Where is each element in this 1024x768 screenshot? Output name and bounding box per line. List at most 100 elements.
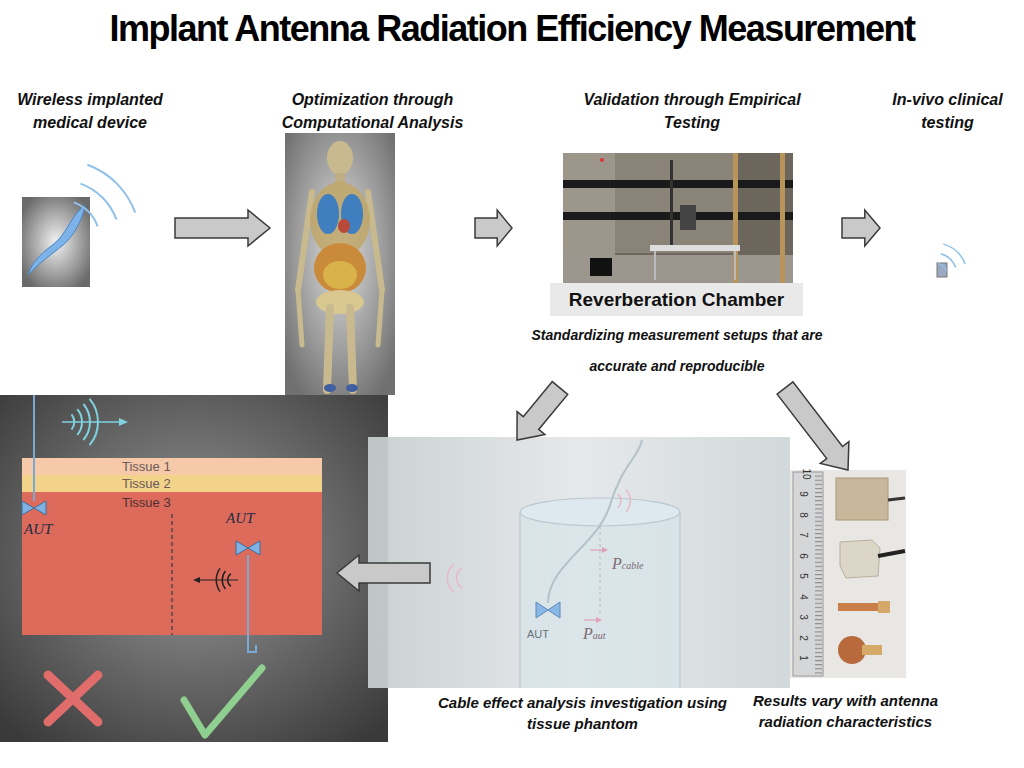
body-model-part — [338, 219, 350, 233]
cross-mark — [48, 675, 98, 722]
check-mark-part — [184, 668, 262, 735]
tissue-label: Tissue 2 — [122, 475, 171, 492]
invivo-icon-part — [937, 263, 947, 277]
divider-line — [171, 514, 172, 635]
body-model-part — [346, 384, 358, 392]
stage-heading: Wireless implanted medical device — [5, 88, 175, 134]
antenna-left-part — [22, 501, 34, 515]
chamber-photo-part — [563, 212, 793, 220]
antenna-label: AUT — [24, 521, 52, 538]
samples-photo-part — [840, 540, 880, 578]
body-model-part — [327, 308, 330, 390]
ruler-number: 7 — [797, 532, 809, 538]
chamber-photo-part — [563, 153, 793, 283]
chamber-photo-part — [733, 153, 738, 283]
antenna-right-part — [222, 571, 225, 589]
block-arrow — [777, 382, 849, 470]
samples-photo-part — [838, 636, 866, 664]
block-arrow — [517, 382, 568, 440]
device-picture-part — [74, 202, 98, 226]
phantom-panel-part — [626, 490, 630, 512]
phantom-panel-part — [447, 564, 454, 592]
antenna-right-part — [216, 568, 220, 591]
samples-photo — [790, 470, 906, 678]
antenna-samples: Results vary with antenna radiation char… — [738, 470, 953, 740]
phantom-setup: Cable effect analysis investigation usin… — [430, 440, 735, 740]
tissue-panel-ground-part — [0, 395, 388, 742]
ruler-number: 8 — [797, 512, 809, 518]
caption-text: Results vary with antenna radiation char… — [738, 690, 953, 732]
invivo-icon — [937, 244, 965, 277]
cross-mark-part — [48, 675, 98, 722]
antenna-label: AUT — [226, 510, 254, 527]
device-picture — [22, 165, 135, 287]
chamber-photo-part — [650, 245, 740, 251]
stage-heading: Optimization through Computational Analy… — [270, 88, 475, 134]
body-model-part — [323, 261, 357, 289]
body-model-part — [314, 243, 366, 293]
antenna-right-part — [236, 541, 248, 555]
tissue-model: AUTAUTTissue 1Tissue 2Tissue 3 — [12, 440, 337, 665]
ruler-number: 5 — [797, 573, 809, 579]
antenna-right-part — [193, 577, 200, 583]
phantom-panel-part — [679, 512, 680, 688]
stage-device: Wireless implanted medical device — [5, 88, 175, 288]
body-model-part — [316, 290, 364, 314]
stage-heading: Validation through Empirical Testing — [572, 88, 812, 134]
device-picture-part — [81, 184, 117, 220]
chamber-photo-part — [734, 251, 736, 280]
body-model-part — [368, 192, 382, 290]
note-text: Standardizing measurement setups that ar… — [512, 320, 842, 382]
phantom-panel-part — [536, 602, 548, 618]
samples-photo-part — [878, 601, 890, 613]
ruler-number: 2 — [797, 635, 809, 641]
antenna-right-part — [198, 579, 238, 580]
chamber-label: Reverberation Chamber — [550, 283, 803, 316]
tissue-label: Tissue 1 — [122, 458, 171, 475]
antenna-left-part — [34, 501, 46, 515]
samples-photo-part — [878, 551, 905, 556]
body-model-part — [327, 141, 353, 175]
samples-photo-part — [862, 645, 882, 655]
phantom-panel — [368, 437, 790, 688]
chamber-photo-part — [615, 153, 733, 253]
body-model — [285, 133, 395, 395]
chamber-photo-part — [680, 205, 696, 230]
body-model-part — [285, 133, 395, 395]
phantom-panel-part — [618, 494, 621, 508]
cross-mark-part — [48, 675, 98, 722]
samples-photo-part — [815, 474, 822, 674]
chamber-photo — [563, 153, 793, 283]
chamber-photo-part — [780, 153, 785, 283]
samples-photo-part — [793, 472, 823, 676]
invivo-icon-part — [943, 244, 965, 264]
phantom-panel-part — [520, 512, 680, 688]
power-label: Pcable — [612, 556, 643, 574]
invivo-icon-part — [938, 263, 946, 271]
phantom-panel-part — [457, 568, 462, 588]
chamber-photo-part — [654, 251, 656, 280]
caption-text: Cable effect analysis investigation usin… — [430, 692, 735, 734]
samples-photo-part — [790, 470, 906, 678]
chamber-photo-part — [590, 258, 612, 276]
chamber-photo-part — [563, 180, 793, 188]
stage-simulation: Optimization through Computational Analy… — [270, 88, 475, 395]
chamber-photo-part — [563, 255, 793, 283]
tissue-panel-ground-part — [119, 418, 128, 426]
phantom-panel-part — [584, 619, 598, 620]
device-picture-part — [28, 205, 85, 275]
antenna-right — [193, 541, 260, 652]
antenna-right-part — [228, 574, 231, 587]
tissue-panel-ground — [0, 395, 388, 742]
stage-chamber: Validation through Empirical TestingReve… — [512, 88, 842, 388]
block-arrow — [842, 210, 880, 246]
body-model-part — [378, 290, 382, 345]
stage-heading: In-vivo clinical testing — [880, 88, 1015, 134]
invivo-icon-part — [941, 254, 956, 268]
body-model-part — [317, 194, 339, 234]
phantom-panel-part — [590, 549, 604, 550]
